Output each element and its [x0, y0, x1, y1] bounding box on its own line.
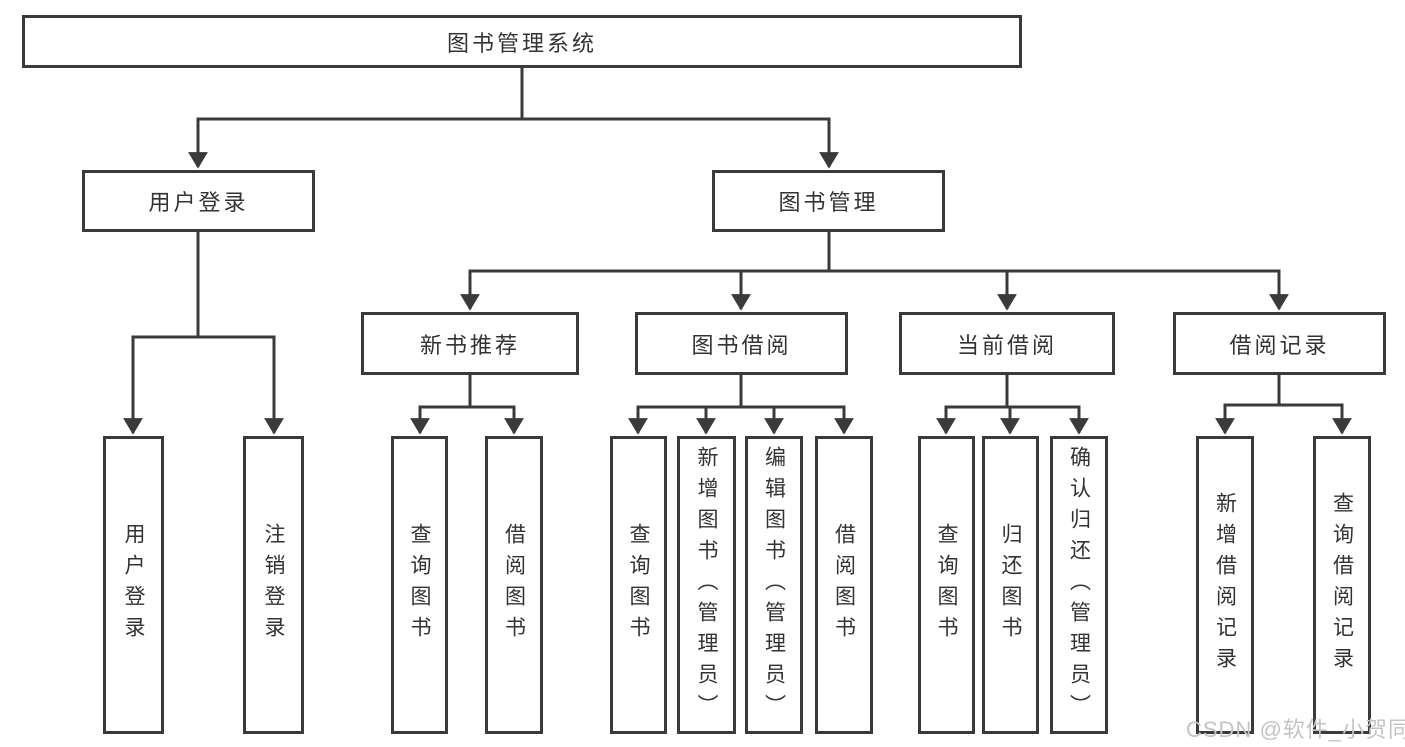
node-label: 用户登录 — [148, 190, 249, 215]
leaf-query-borrow-record: 查询借阅记录 — [1313, 436, 1371, 734]
node-label: 图书借阅 — [691, 332, 792, 358]
leaf-label: 借阅图书 — [832, 523, 856, 647]
leaf-label: 查询图书 — [935, 523, 958, 647]
leaf-add-borrow-record: 新增借阅记录 — [1196, 436, 1254, 734]
node-new-book-recommend: 新书推荐 — [361, 312, 579, 375]
node-label: 新书推荐 — [419, 332, 520, 358]
leaf-label: 注销登录 — [262, 523, 285, 647]
node-book-borrow: 图书借阅 — [635, 312, 848, 375]
node-label: 图书管理系统 — [446, 30, 597, 56]
leaf-label: 借阅图书 — [502, 523, 526, 647]
node-borrow-records: 借阅记录 — [1173, 312, 1386, 375]
leaf-logout: 注销登录 — [243, 436, 304, 734]
leaf-query-books-borrow: 查询图书 — [610, 436, 667, 734]
node-label: 借阅记录 — [1229, 332, 1330, 358]
node-label: 当前借阅 — [956, 332, 1057, 358]
leaf-user-login: 用户登录 — [103, 436, 164, 734]
leaf-query-books-recommend: 查询图书 — [391, 436, 448, 734]
leaf-label: 确认归还（管理员） — [1067, 445, 1091, 725]
node-book-management: 图书管理 — [712, 170, 945, 232]
leaf-label: 新增图书（管理员） — [695, 445, 718, 725]
leaf-return-books: 归还图书 — [982, 436, 1039, 734]
leaf-query-books-current: 查询图书 — [918, 436, 975, 734]
node-user-login: 用户登录 — [82, 170, 315, 232]
leaf-label: 编辑图书（管理员） — [762, 445, 786, 725]
leaf-label: 查询借阅记录 — [1330, 492, 1354, 678]
leaf-add-books-admin: 新增图书（管理员） — [677, 436, 736, 734]
leaf-label: 新增借阅记录 — [1213, 492, 1237, 678]
leaf-label: 用户登录 — [122, 523, 145, 647]
leaf-label: 查询图书 — [627, 523, 650, 647]
node-current-borrow: 当前借阅 — [899, 312, 1115, 375]
node-library-system: 图书管理系统 — [22, 15, 1022, 68]
leaf-confirm-return-admin: 确认归还（管理员） — [1050, 436, 1108, 734]
leaf-label: 归还图书 — [999, 523, 1022, 647]
leaf-borrow-books-recommend: 借阅图书 — [485, 436, 543, 734]
csdn-watermark: CSDN @软件_小贺同学 — [1186, 717, 1405, 742]
leaf-label: 查询图书 — [408, 523, 431, 647]
leaf-borrow-books: 借阅图书 — [815, 436, 873, 734]
node-label: 图书管理 — [778, 190, 879, 215]
leaf-edit-books-admin: 编辑图书（管理员） — [745, 436, 803, 734]
